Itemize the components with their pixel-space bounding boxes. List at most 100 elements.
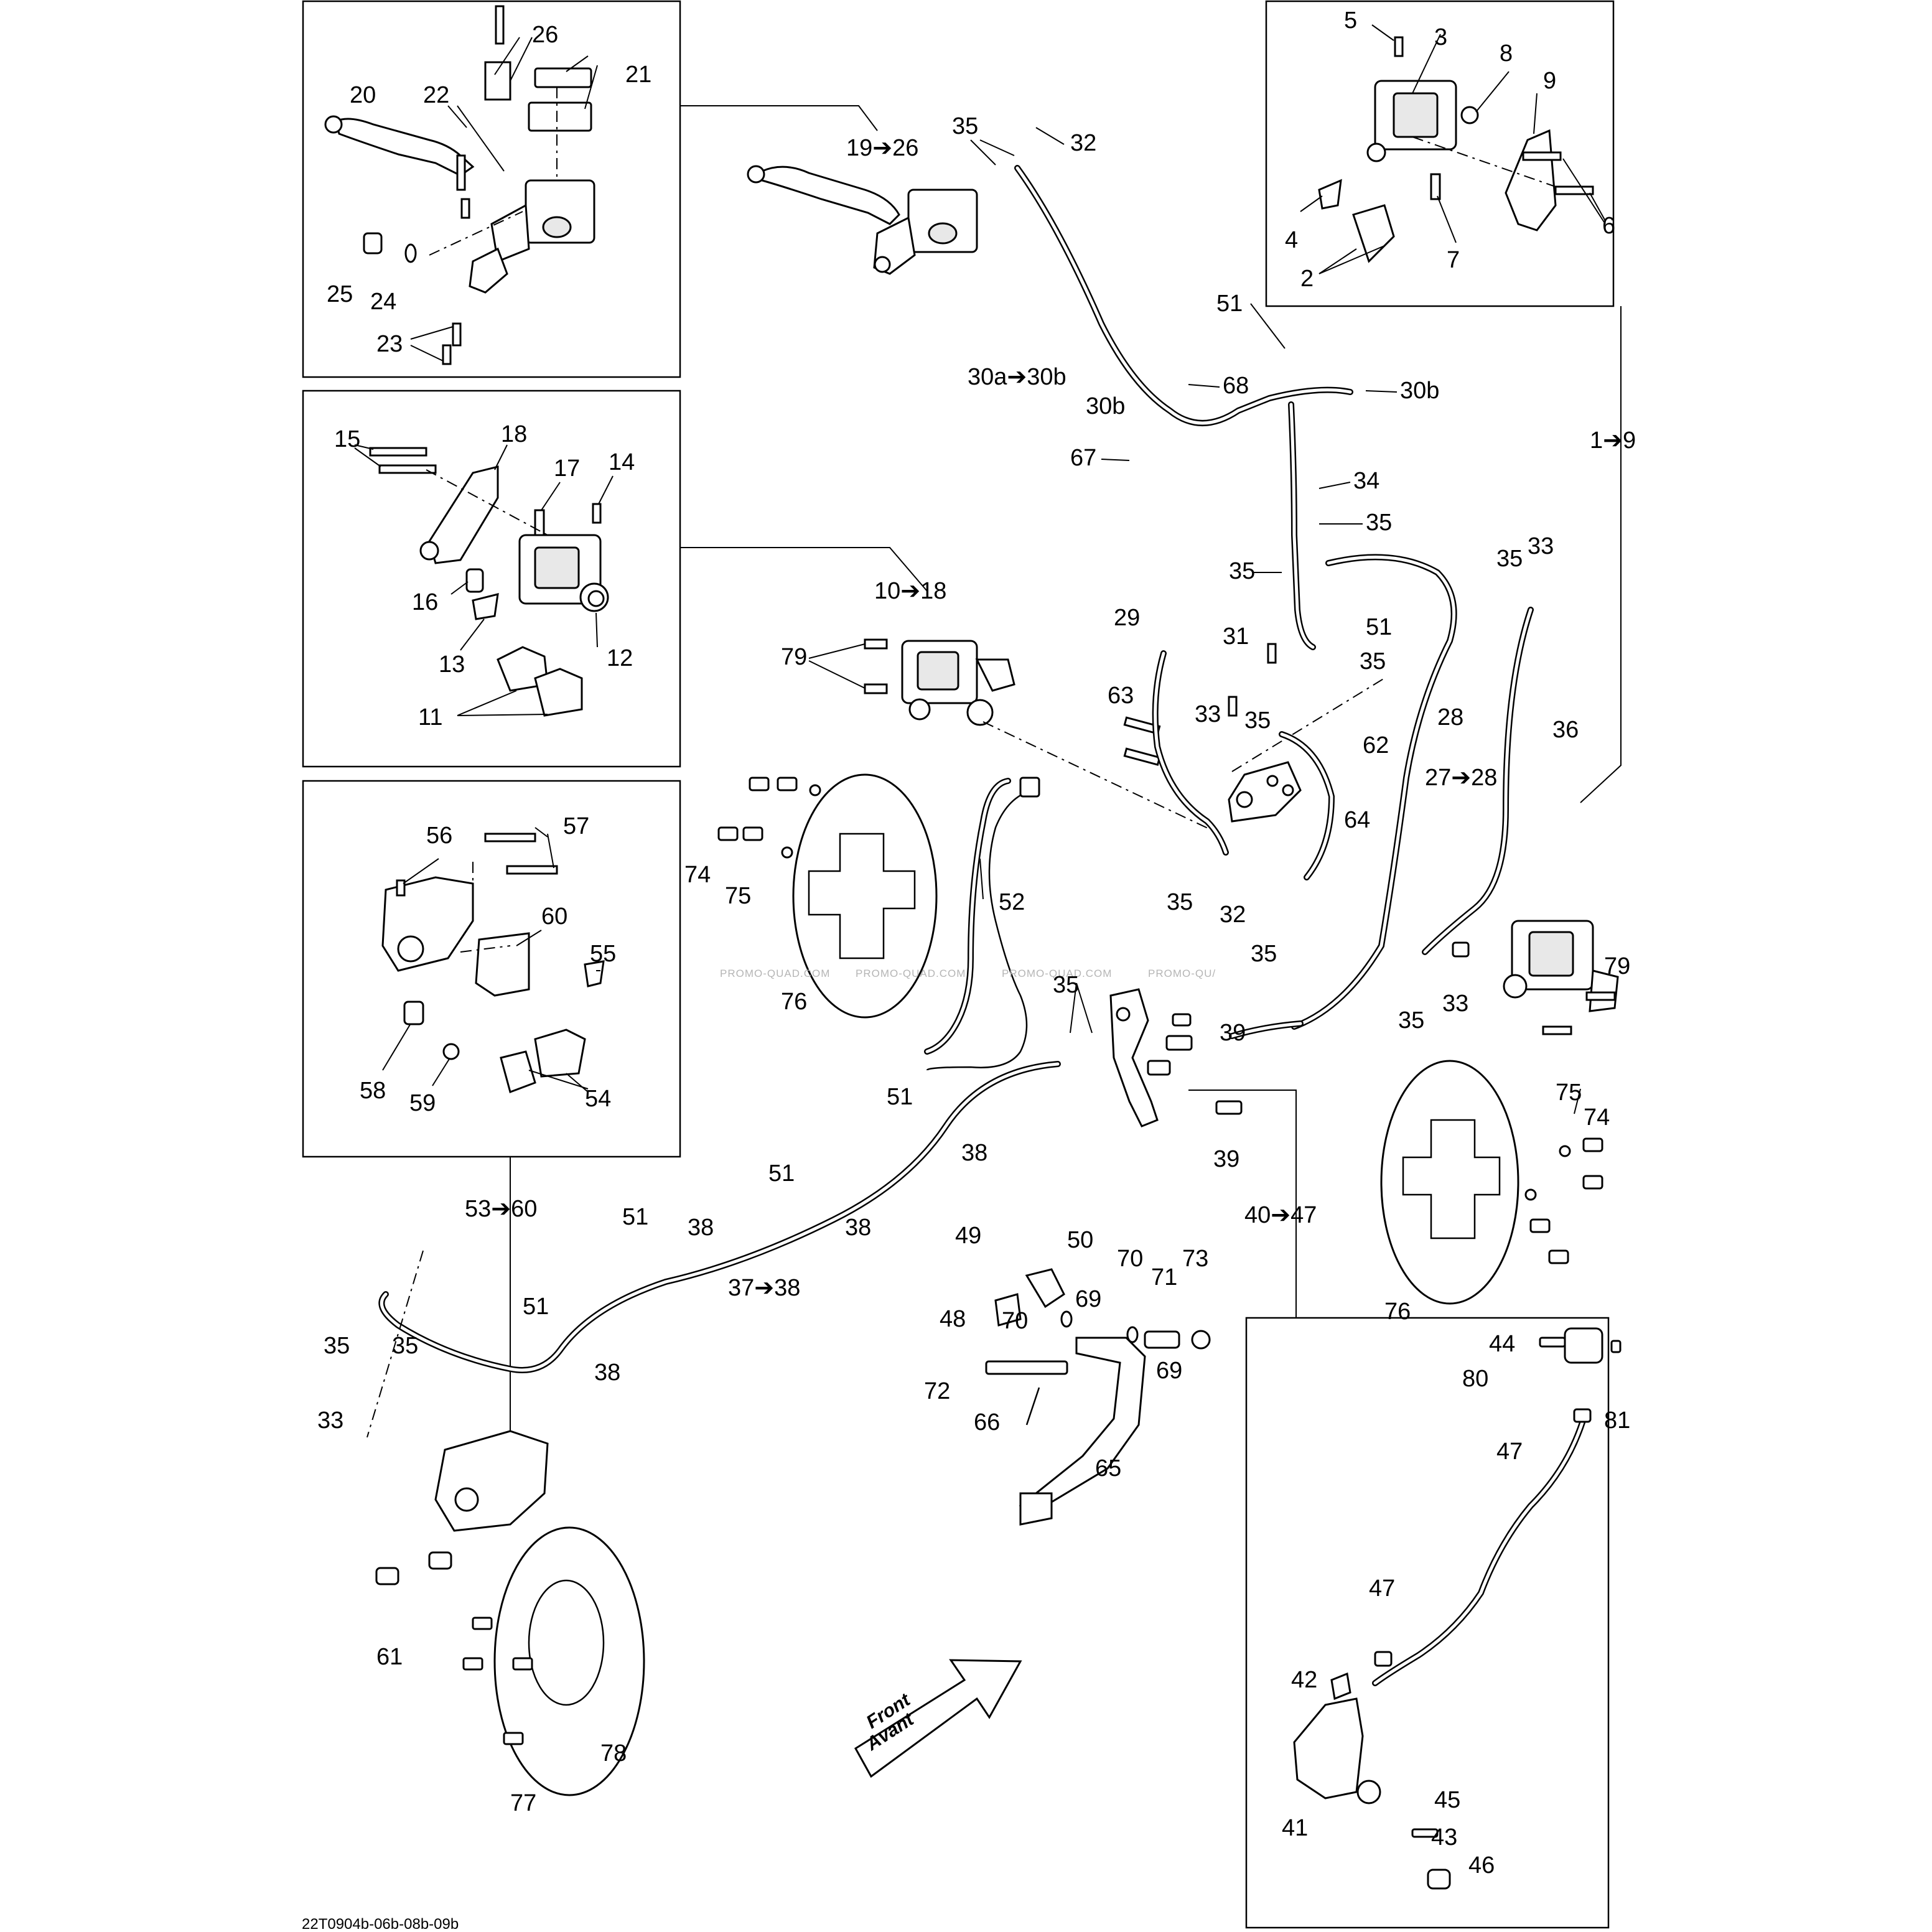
label-42: 42 bbox=[1291, 1667, 1317, 1693]
label-35-b: 35 bbox=[1366, 510, 1392, 536]
label-68: 68 bbox=[1223, 373, 1249, 399]
label-35-k: 35 bbox=[324, 1333, 350, 1359]
label-18: 18 bbox=[501, 421, 527, 447]
label-31: 31 bbox=[1223, 623, 1249, 650]
label-59: 59 bbox=[409, 1090, 436, 1116]
label-51-b: 51 bbox=[1366, 614, 1392, 640]
label-14: 14 bbox=[609, 449, 635, 475]
label-30b-left: 30b bbox=[1086, 393, 1125, 419]
label-12: 12 bbox=[607, 645, 633, 671]
label-67: 67 bbox=[1070, 445, 1096, 471]
label-72: 72 bbox=[924, 1378, 950, 1404]
label-79-b: 79 bbox=[1604, 953, 1630, 979]
label-41: 41 bbox=[1282, 1815, 1308, 1841]
label-35-g: 35 bbox=[1167, 889, 1193, 915]
front-left-caliper-assembly bbox=[864, 638, 1220, 834]
label-77: 77 bbox=[510, 1790, 536, 1816]
connector-master-cylinder bbox=[680, 105, 878, 131]
label-35-f: 35 bbox=[1244, 707, 1271, 734]
label-64: 64 bbox=[1344, 807, 1370, 833]
label-16: 16 bbox=[412, 589, 438, 615]
brake-pedal-assembly bbox=[985, 1268, 1211, 1526]
watermark-2: PROMO-QUAD.COM bbox=[856, 968, 966, 979]
label-39: 39 bbox=[1220, 1020, 1246, 1046]
label-27-28: 27➔28 bbox=[1425, 765, 1497, 791]
label-69-b: 69 bbox=[1156, 1358, 1182, 1384]
label-4: 4 bbox=[1285, 227, 1298, 253]
label-20: 20 bbox=[350, 82, 376, 108]
label-75-b: 75 bbox=[1556, 1080, 1582, 1106]
label-74: 74 bbox=[684, 862, 711, 888]
brake-sensor-connector bbox=[1019, 777, 1040, 798]
brake-hoses bbox=[378, 165, 1534, 1373]
label-30b: 30b bbox=[1400, 378, 1439, 404]
label-13: 13 bbox=[439, 651, 465, 678]
label-35-e: 35 bbox=[1360, 648, 1386, 674]
label-79: 79 bbox=[781, 644, 807, 670]
label-54: 54 bbox=[585, 1086, 611, 1112]
front-master-cylinder-exploded bbox=[324, 5, 595, 365]
label-76-b: 76 bbox=[1384, 1299, 1411, 1325]
label-71: 71 bbox=[1151, 1264, 1177, 1290]
label-51-d: 51 bbox=[768, 1160, 795, 1187]
label-37-38: 37➔38 bbox=[728, 1275, 800, 1301]
label-39-b: 39 bbox=[1213, 1146, 1239, 1172]
label-40-47: 40➔47 bbox=[1244, 1202, 1317, 1228]
label-70: 70 bbox=[1117, 1246, 1143, 1272]
front-right-caliper-assembly bbox=[1452, 920, 1619, 1035]
label-26: 26 bbox=[532, 22, 558, 48]
label-17: 17 bbox=[554, 455, 580, 482]
label-11: 11 bbox=[418, 704, 442, 730]
label-57: 57 bbox=[563, 813, 589, 839]
label-44: 44 bbox=[1489, 1331, 1515, 1357]
label-75: 75 bbox=[725, 883, 751, 909]
label-48: 48 bbox=[940, 1306, 966, 1332]
label-34: 34 bbox=[1353, 468, 1379, 494]
watermark-3: PROMO-QUAD.COM bbox=[1002, 968, 1112, 979]
rear-master-cylinder-assembly bbox=[1293, 1327, 1622, 1890]
label-47-b: 47 bbox=[1369, 1575, 1395, 1602]
label-52: 52 bbox=[999, 889, 1025, 915]
label-9: 9 bbox=[1543, 68, 1556, 94]
label-43: 43 bbox=[1431, 1824, 1457, 1850]
label-58: 58 bbox=[360, 1078, 386, 1104]
inset-box-front-left-caliper bbox=[302, 390, 681, 768]
label-30a-30b: 30a➔30b bbox=[968, 364, 1066, 390]
brake-sensor-wire bbox=[926, 789, 1034, 1071]
inset2-leaders bbox=[1300, 24, 1606, 274]
inset1-leaders bbox=[410, 37, 598, 362]
watermark-1: PROMO-QUAD.COM bbox=[720, 968, 830, 979]
label-35-d: 35 bbox=[1496, 546, 1523, 572]
label-32: 32 bbox=[1070, 130, 1096, 156]
label-65: 65 bbox=[1095, 1455, 1121, 1482]
label-19-26: 19➔26 bbox=[846, 135, 918, 161]
label-33-c: 33 bbox=[1442, 991, 1468, 1017]
label-29: 29 bbox=[1114, 605, 1140, 631]
label-7: 7 bbox=[1447, 247, 1460, 273]
inset-box-rear-caliper bbox=[302, 780, 681, 1158]
label-73: 73 bbox=[1182, 1246, 1208, 1272]
label-35-h: 35 bbox=[1251, 941, 1277, 967]
connector-right-caliper bbox=[1580, 306, 1622, 803]
inset-box-front-master-cylinder bbox=[302, 0, 681, 378]
label-8: 8 bbox=[1500, 40, 1513, 67]
label-2: 2 bbox=[1300, 266, 1314, 292]
label-28: 28 bbox=[1437, 704, 1463, 730]
label-10-18: 10➔18 bbox=[874, 578, 946, 604]
label-49: 49 bbox=[955, 1223, 981, 1249]
label-15: 15 bbox=[334, 426, 360, 452]
front-left-brake-disc bbox=[717, 773, 938, 1019]
label-62: 62 bbox=[1363, 732, 1389, 758]
label-63: 63 bbox=[1108, 683, 1134, 709]
label-33-d: 33 bbox=[317, 1407, 343, 1434]
label-38-b: 38 bbox=[845, 1215, 871, 1241]
label-53-60: 53➔60 bbox=[465, 1196, 537, 1222]
label-60: 60 bbox=[541, 903, 567, 930]
label-70-b: 70 bbox=[1002, 1308, 1028, 1334]
label-22: 22 bbox=[423, 82, 449, 108]
label-38: 38 bbox=[961, 1140, 987, 1166]
document-code: 22T0904b-06b-08b-09b bbox=[302, 1916, 459, 1932]
rear-brake-caliper-assembly bbox=[366, 1250, 549, 1585]
front-right-caliper-exploded bbox=[1318, 36, 1594, 263]
